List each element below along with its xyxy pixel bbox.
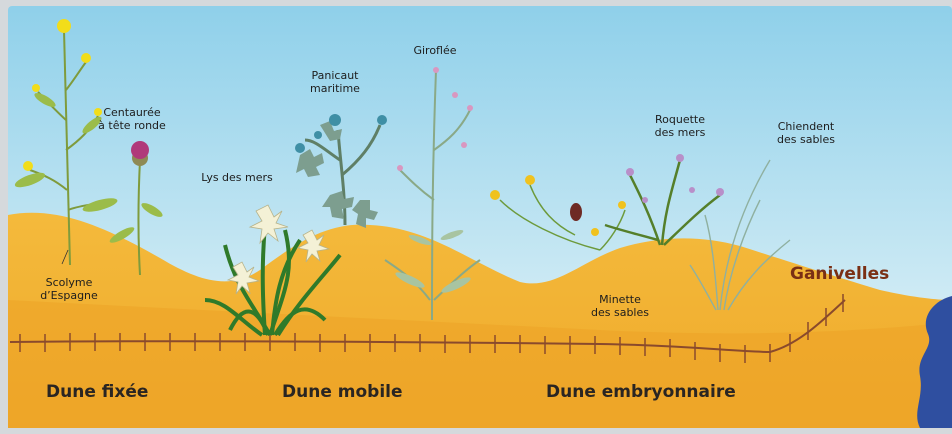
label-roquette: Roquette des mers xyxy=(640,113,720,139)
label-minette: Minette des sables xyxy=(580,293,660,319)
zone-dune-fixee: Dune fixée xyxy=(46,382,148,402)
label-ganivelles: Ganivelles xyxy=(790,264,889,284)
label-lys: Lys des mers xyxy=(182,171,292,184)
label-panicaut: Panicaut maritime xyxy=(300,69,370,95)
zone-dune-embryonnaire: Dune embryonnaire xyxy=(546,382,736,402)
label-scolyme: Scolyme d’Espagne xyxy=(34,276,104,302)
label-giroflee: Giroflée xyxy=(400,44,470,57)
label-centauree: Centaurée à tête ronde xyxy=(72,106,192,132)
zone-dune-mobile: Dune mobile xyxy=(282,382,403,402)
label-chiendent: Chiendent des sables xyxy=(766,120,846,146)
